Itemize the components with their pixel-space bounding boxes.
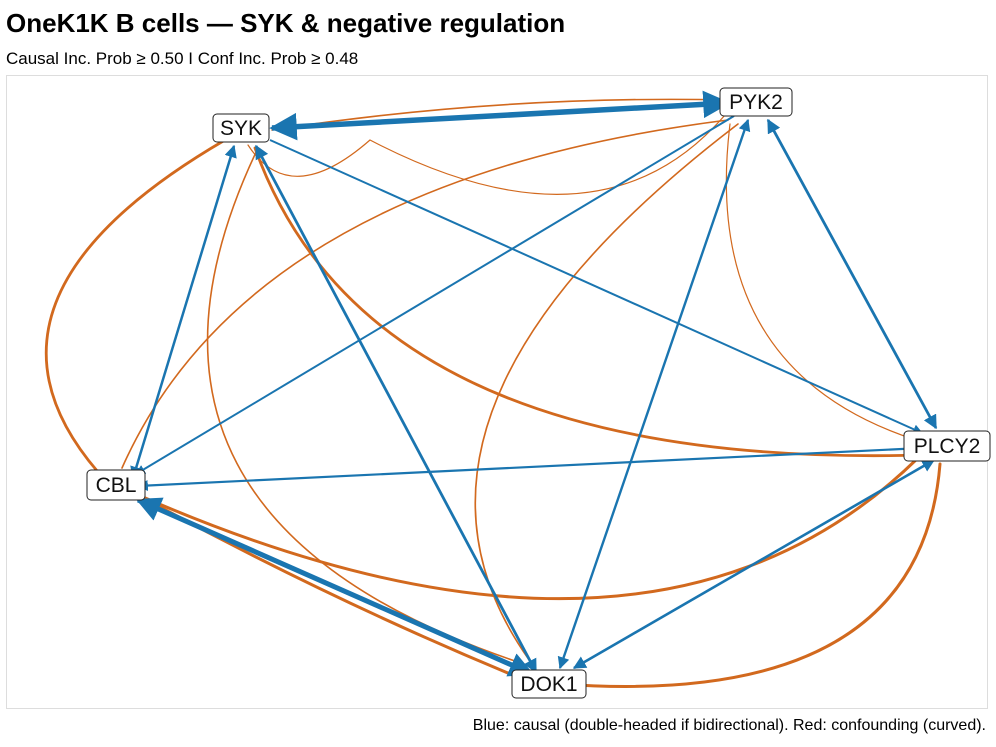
causal-edge-syk-pyk2 [269,90,731,141]
node-dok1: DOK1 [511,669,587,699]
confounding-edge-pyk2-dok1 [474,123,739,669]
node-plcy2: PLCY2 [903,430,991,462]
causal-edge-dok1-plcy2 [572,458,936,670]
node-label-syk: SYK [220,117,262,140]
node-label-plcy2: PLCY2 [914,435,981,458]
node-label-cbl: CBL [96,474,137,497]
node-label-dok1: DOK1 [520,673,577,696]
confounding-edge-syk-cbl [44,138,227,474]
causal-edges [130,90,938,677]
nodes: SYK PYK2 PLCY2 CBL DOK1 [86,87,991,699]
node-syk: SYK [212,113,270,143]
causal-edge-syk-dok1 [254,144,538,674]
plot-panel [6,75,988,709]
causal-edge-plcy2-cbl [136,446,923,492]
causal-edge-pyk2-plcy2 [766,118,938,430]
causal-edge-syk-plcy2 [269,139,923,434]
confounding-edge-syk-plcy2 [253,146,924,458]
legend-caption: Blue: causal (double-headed if bidirecti… [472,717,986,734]
causal-edge-cbl-syk [130,144,237,480]
confounding-edge-pyk2-cbl [121,119,729,469]
confounding-edge-syk-dok1 [206,147,531,667]
node-label-pyk2: PYK2 [729,91,783,114]
node-cbl: CBL [86,469,146,501]
chart-title: OneK1K B cells — SYK & negative regulati… [6,8,566,38]
confounding-edge-plcy2-cbl [134,456,920,601]
causal-edge-cbl-dok1 [135,497,535,677]
confounding-edge-plcy2-dok1 [558,462,942,688]
node-pyk2: PYK2 [719,87,793,117]
chart-subtitle: Causal Inc. Prob ≥ 0.50 I Conf Inc. Prob… [6,49,359,68]
confounding-edge-pyk2-plcy2 [725,123,917,441]
